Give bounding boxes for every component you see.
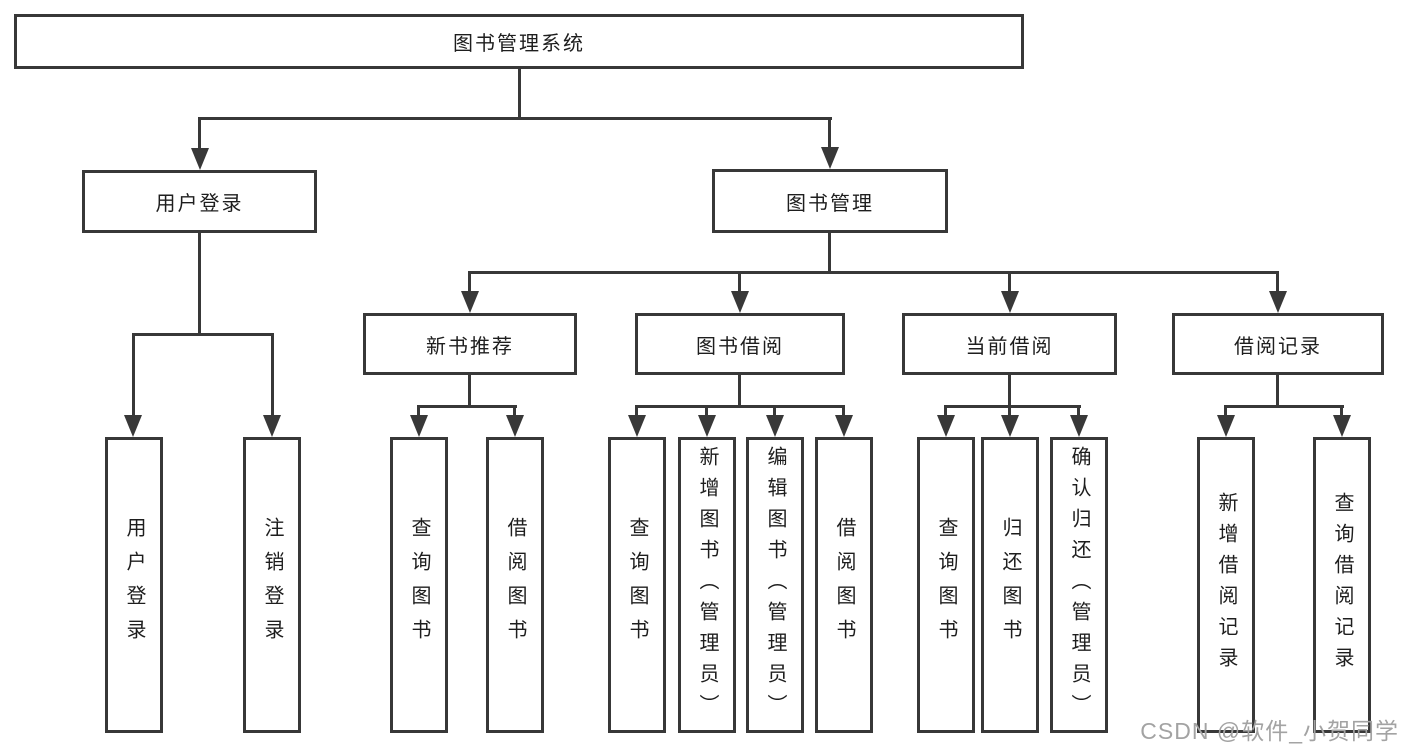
arrowhead-icon — [821, 147, 839, 169]
leaf-return-books: 归还图书 — [981, 437, 1039, 733]
node-label: 当前借阅 — [965, 335, 1054, 358]
leaf-query-borrow-record: 查询借阅记录 — [1313, 437, 1371, 733]
node-label: 借阅图书 — [504, 517, 526, 653]
leaf-user-login: 用户登录 — [105, 437, 163, 733]
arrowhead-icon — [410, 415, 428, 437]
node-borrow-records: 借阅记录 — [1172, 313, 1384, 375]
edge — [271, 335, 274, 417]
arrowhead-icon — [766, 415, 784, 437]
leaf-add-borrow-record: 新增借阅记录 — [1197, 437, 1255, 733]
edge — [132, 333, 274, 336]
leaf-borrow-books-recommend: 借阅图书 — [486, 437, 544, 733]
edge — [635, 405, 845, 408]
node-current-borrowing: 当前借阅 — [902, 313, 1117, 375]
edge — [1077, 407, 1080, 417]
arrowhead-icon — [1001, 291, 1019, 313]
node-label: 图书管理 — [786, 192, 874, 215]
node-label: 编辑图书（管理员） — [764, 445, 786, 725]
arrowhead-icon — [937, 415, 955, 437]
leaf-borrow-books: 借阅图书 — [815, 437, 873, 733]
edge — [1008, 375, 1011, 408]
edge — [417, 405, 517, 408]
edge — [944, 407, 947, 417]
edge — [417, 407, 420, 417]
node-label: 归还图书 — [999, 517, 1021, 653]
node-new-book-recommend: 新书推荐 — [363, 313, 577, 375]
edge — [468, 273, 471, 293]
node-label: 注销登录 — [261, 517, 283, 653]
edge — [773, 407, 776, 417]
leaf-edit-books-admin: 编辑图书（管理员） — [746, 437, 804, 733]
edge — [1008, 273, 1011, 293]
arrowhead-icon — [1001, 415, 1019, 437]
node-label: 新增图书（管理员） — [696, 445, 718, 725]
arrowhead-icon — [191, 148, 209, 170]
edge — [468, 375, 471, 408]
node-label: 查询图书 — [935, 517, 957, 653]
arrowhead-icon — [628, 415, 646, 437]
node-label: 查询图书 — [408, 517, 430, 653]
edge — [198, 233, 201, 336]
arrowhead-icon — [263, 415, 281, 437]
arrowhead-icon — [835, 415, 853, 437]
node-label: 确认归还（管理员） — [1068, 445, 1090, 725]
edge — [198, 117, 832, 120]
edge — [738, 375, 741, 408]
edge — [132, 335, 135, 417]
edge — [705, 407, 708, 417]
arrowhead-icon — [461, 291, 479, 313]
edge — [842, 407, 845, 417]
arrowhead-icon — [506, 415, 524, 437]
node-library-system: 图书管理系统 — [14, 14, 1024, 69]
edge — [1224, 405, 1344, 408]
leaf-add-books-admin: 新增图书（管理员） — [678, 437, 736, 733]
leaf-query-books-current: 查询图书 — [917, 437, 975, 733]
edge — [635, 407, 638, 417]
arrowhead-icon — [1269, 291, 1287, 313]
edge — [1008, 407, 1011, 417]
edge — [828, 233, 831, 274]
node-label: 新书推荐 — [426, 335, 514, 358]
arrowhead-icon — [124, 415, 142, 437]
edge — [518, 69, 521, 120]
leaf-query-books-recommend: 查询图书 — [390, 437, 448, 733]
arrowhead-icon — [1217, 415, 1235, 437]
node-label: 查询借阅记录 — [1331, 492, 1353, 678]
node-label: 图书借阅 — [696, 335, 784, 358]
edge — [944, 405, 1081, 408]
edge — [738, 273, 741, 293]
leaf-confirm-return-admin: 确认归还（管理员） — [1050, 437, 1108, 733]
node-label: 借阅图书 — [833, 517, 855, 653]
arrowhead-icon — [698, 415, 716, 437]
arrowhead-icon — [1070, 415, 1088, 437]
node-book-management: 图书管理 — [712, 169, 948, 233]
node-user-login: 用户登录 — [82, 170, 317, 233]
edge — [1276, 375, 1279, 408]
node-label: 图书管理系统 — [453, 33, 585, 55]
edge — [1276, 273, 1279, 293]
csdn-watermark: CSDN @软件_小贺同学 — [1140, 718, 1399, 744]
edge — [513, 407, 516, 417]
node-label: 新增借阅记录 — [1215, 492, 1237, 678]
node-label: 查询图书 — [626, 517, 648, 653]
leaf-query-books-borrowing: 查询图书 — [608, 437, 666, 733]
arrowhead-icon — [1333, 415, 1351, 437]
edge — [468, 271, 1279, 274]
node-label: 用户登录 — [123, 517, 145, 653]
edge — [1224, 407, 1227, 417]
leaf-logout: 注销登录 — [243, 437, 301, 733]
node-label: 借阅记录 — [1234, 335, 1322, 358]
edge — [198, 119, 201, 150]
node-label: 用户登录 — [155, 193, 244, 215]
edge — [1340, 407, 1343, 417]
edge — [828, 119, 831, 149]
node-book-borrowing: 图书借阅 — [635, 313, 845, 375]
arrowhead-icon — [731, 291, 749, 313]
